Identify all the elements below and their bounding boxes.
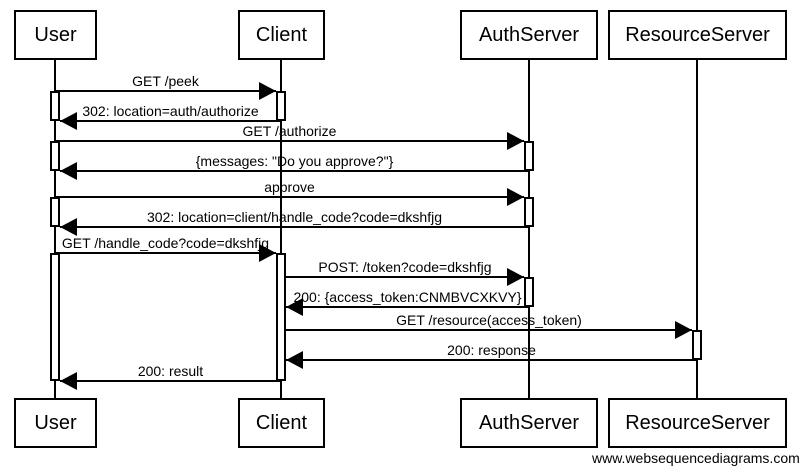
activation-bar-client xyxy=(276,91,286,121)
arrowhead-left xyxy=(60,112,77,130)
message-label: 200: {access_token:CNMBVCXKVY} xyxy=(293,289,522,305)
participant-box-auth-top[interactable]: AuthServer xyxy=(460,10,598,60)
message-label: POST: /token?code=dkshfjg xyxy=(318,259,492,275)
message-line xyxy=(60,170,529,172)
participant-box-user-bottom[interactable]: User xyxy=(14,398,97,448)
activation-bar-user xyxy=(50,197,60,227)
arrowhead-right xyxy=(259,244,276,262)
participant-box-auth-bottom[interactable]: AuthServer xyxy=(460,398,598,448)
arrowhead-left xyxy=(60,218,77,236)
activation-bar-res xyxy=(692,330,702,360)
message-label: GET /handle_code?code=dkshfjg xyxy=(61,235,270,251)
message-line xyxy=(55,140,524,142)
message-line xyxy=(60,380,281,382)
lifeline-user xyxy=(54,60,56,398)
activation-bar-user xyxy=(50,91,60,121)
message-label: GET /peek xyxy=(132,73,199,89)
activation-bar-user xyxy=(50,141,60,171)
message-label: 200: response xyxy=(447,342,536,358)
message-line xyxy=(286,329,692,331)
arrowhead-left xyxy=(286,298,303,316)
arrowhead-right xyxy=(507,268,524,286)
arrowhead-left xyxy=(286,351,303,369)
message-label: GET /authorize xyxy=(242,123,337,139)
participant-box-res-bottom[interactable]: ResourceServer xyxy=(608,398,787,448)
arrowhead-right xyxy=(675,321,692,339)
participant-box-client-top[interactable]: Client xyxy=(238,10,325,60)
arrowhead-left xyxy=(60,162,77,180)
message-line xyxy=(55,196,524,198)
lifeline-res xyxy=(696,60,698,398)
activation-bar-auth xyxy=(524,141,534,171)
lifeline-client xyxy=(280,60,282,398)
activation-bar-user xyxy=(50,253,60,381)
message-line xyxy=(55,252,276,254)
message-label: 200: result xyxy=(137,363,204,379)
watermark-text: www.websequencediagrams.com xyxy=(592,450,800,466)
activation-bar-auth xyxy=(524,197,534,227)
message-label: 302: location=client/handle_code?code=dk… xyxy=(146,209,442,225)
participant-box-user-top[interactable]: User xyxy=(14,10,97,60)
arrowhead-right xyxy=(507,132,524,150)
lifeline-auth xyxy=(528,60,530,398)
message-label: 302: location=auth/authorize xyxy=(82,103,259,119)
participant-box-res-top[interactable]: ResourceServer xyxy=(608,10,787,60)
message-label: GET /resource(access_token) xyxy=(396,312,582,328)
message-label: {messages: "Do you approve?"} xyxy=(195,153,394,169)
arrowhead-right xyxy=(507,188,524,206)
message-line xyxy=(60,120,281,122)
message-line xyxy=(60,226,529,228)
message-line xyxy=(286,276,524,278)
participant-box-client-bottom[interactable]: Client xyxy=(238,398,325,448)
message-label: approve xyxy=(264,179,315,195)
arrowhead-left xyxy=(60,372,77,390)
message-line xyxy=(286,306,529,308)
message-line xyxy=(286,359,697,361)
activation-bar-client xyxy=(276,253,286,381)
activation-bar-auth xyxy=(524,277,534,307)
arrowhead-right xyxy=(259,82,276,100)
message-line xyxy=(55,90,276,92)
